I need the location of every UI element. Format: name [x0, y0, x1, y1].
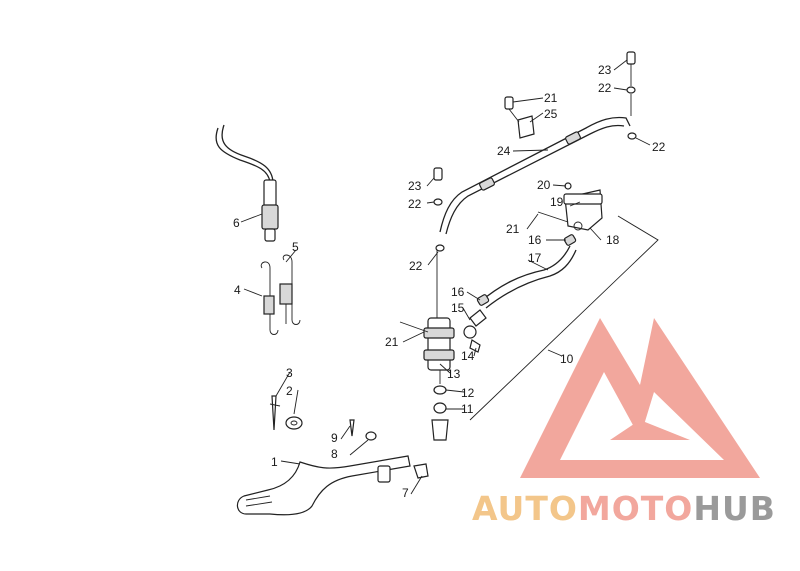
callout-5: 5	[292, 240, 299, 254]
callout-12: 12	[461, 386, 475, 400]
callout-19: 19	[550, 195, 564, 209]
watermark-text: AUTOMOTOHUB	[472, 489, 776, 528]
callout-24: 24	[497, 144, 511, 158]
part-2-3-pin-washer	[269, 395, 303, 431]
callout-7: 7	[402, 486, 409, 500]
callout-25: 25	[544, 107, 558, 121]
watermark-logo	[520, 318, 760, 478]
watermark-moto: MOTO	[578, 489, 693, 528]
callout-10: 10	[560, 352, 574, 366]
callout-22-upper-right: 22	[598, 81, 612, 95]
master-cylinder	[399, 250, 487, 441]
watermark-hub: HUB	[693, 489, 776, 528]
part-6-switch	[215, 124, 279, 242]
callout-21-clamp: 21	[544, 91, 558, 105]
callout-3: 3	[286, 366, 293, 380]
logo-notch	[610, 420, 690, 440]
callout-1: 1	[271, 455, 278, 469]
callout-22-lower-left: 22	[409, 259, 423, 273]
callout-16-lower: 16	[451, 285, 465, 299]
callout-13: 13	[447, 367, 461, 381]
callout-8: 8	[331, 447, 338, 461]
callout-14: 14	[461, 349, 475, 363]
callout-21-cylinder: 21	[385, 335, 399, 349]
callout-11: 11	[461, 402, 474, 416]
callout-22-lower-right: 22	[652, 140, 666, 154]
callout-15: 15	[451, 301, 465, 315]
callout-4: 4	[234, 283, 241, 297]
callout-labels: 1 2 3 4 5 6 7 8 9 10 11 12 13 14 15 16 1…	[233, 63, 666, 500]
bolts-washers	[433, 51, 637, 252]
part-8-9-washer-pin	[349, 419, 377, 441]
callout-23-left: 23	[408, 179, 422, 193]
callout-21-reservoir: 21	[506, 222, 520, 236]
part-4-5-springs	[260, 254, 301, 335]
callout-16-upper: 16	[528, 233, 542, 247]
callout-17: 17	[528, 251, 542, 265]
reservoir-hose	[476, 182, 603, 309]
callout-6: 6	[233, 216, 240, 230]
assembly-bracket-10	[469, 215, 659, 421]
callout-2: 2	[286, 384, 293, 398]
watermark-auto: AUTO	[472, 489, 578, 528]
part-1-pedal	[236, 455, 429, 516]
leader-lines	[240, 59, 651, 495]
callout-22-upper-left: 22	[408, 197, 422, 211]
callout-23-right: 23	[598, 63, 612, 77]
callout-9: 9	[331, 431, 338, 445]
callout-18: 18	[606, 233, 620, 247]
callout-20: 20	[537, 178, 551, 192]
